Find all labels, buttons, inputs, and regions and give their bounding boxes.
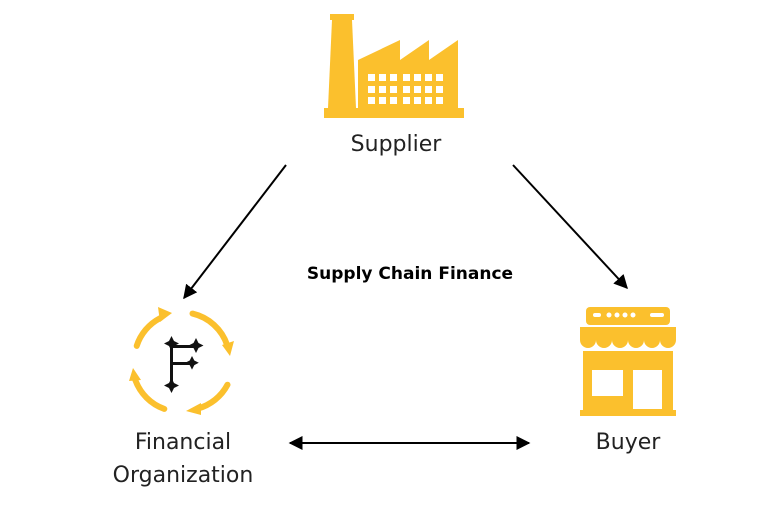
finance-cycle-icon xyxy=(129,307,234,415)
arrow-supplier-to-financial xyxy=(183,164,287,300)
buyer-label: Buyer xyxy=(595,430,661,455)
store-icon xyxy=(580,307,676,416)
supplier-label: Supplier xyxy=(350,132,442,157)
financial-organization-label: Financial Organization xyxy=(83,426,283,492)
arrow-supplier-to-buyer xyxy=(512,164,628,290)
factory-icon xyxy=(324,14,464,118)
financial-label-line2: Organization xyxy=(112,463,254,488)
diagram-title: Supply Chain Finance xyxy=(306,264,514,284)
financial-label-line1: Financial xyxy=(134,430,232,455)
f-letter-mark xyxy=(164,336,204,393)
